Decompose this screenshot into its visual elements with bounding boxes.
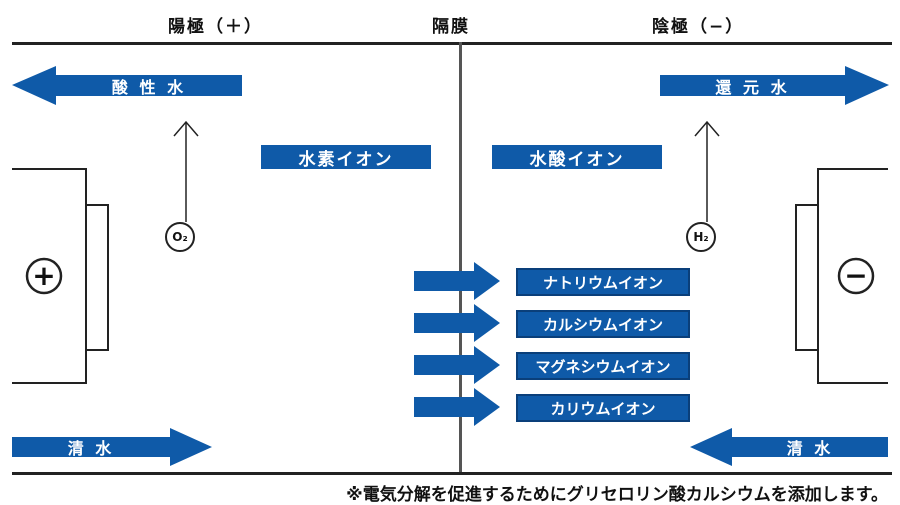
- top-divider-line: [12, 42, 892, 45]
- anode-symbol-circle: [25, 257, 63, 295]
- hydrogen-bubble: [686, 222, 716, 252]
- cathode-header: 陰極（−）: [652, 17, 745, 37]
- positive-symbol: +: [32, 259, 56, 292]
- hydrogen-arrowhead: [694, 120, 720, 137]
- sodium-ion-label: ナトリウムイオン: [516, 268, 690, 296]
- hydrogen-ion-box: 水素イオン: [261, 145, 431, 170]
- right-fresh-water-label: 清 水: [786, 439, 834, 458]
- membrane-line: [459, 42, 462, 472]
- acidic-water-arrow: [12, 66, 242, 105]
- mineral-arrow-1: [414, 262, 500, 300]
- magnesium-ion-label: マグネシウムイオン: [516, 352, 690, 380]
- mineral-arrow-3: [414, 346, 500, 384]
- hydroxide-ion-box: 水酸イオン: [492, 145, 662, 170]
- mineral-arrow-2: [414, 304, 500, 342]
- cathode-symbol-circle: [837, 257, 875, 295]
- mineral-arrow-4: [414, 388, 500, 426]
- acidic-water-label: 酸 性 水: [111, 77, 187, 97]
- calcium-ion-label: カルシウムイオン: [516, 310, 690, 338]
- hydrogen-gas-label: H₂: [693, 230, 709, 244]
- negative-symbol: −: [844, 259, 868, 292]
- anode-header: 陽極（＋）: [168, 17, 263, 37]
- membrane-header: 隔膜: [432, 17, 470, 37]
- bottom-divider-line: [12, 472, 892, 475]
- cathode-plate: [795, 204, 819, 351]
- oxygen-label: O₂: [172, 230, 188, 244]
- left-fresh-water-label: 清 水: [67, 439, 115, 458]
- footnote: ※電気分解を促進するためにグリセロリン酸カルシウムを添加します。: [346, 485, 888, 505]
- anode-plate: [85, 204, 109, 351]
- oxygen-bubble: [165, 222, 195, 252]
- potassium-ion-label: カリウムイオン: [516, 394, 690, 422]
- left-fresh-water-arrow: [12, 428, 212, 466]
- oxygen-arrowhead: [173, 120, 199, 137]
- right-fresh-water-arrow: [690, 428, 888, 466]
- reduced-water-label: 還 元 水: [715, 77, 790, 97]
- reduced-water-arrow: [660, 66, 889, 105]
